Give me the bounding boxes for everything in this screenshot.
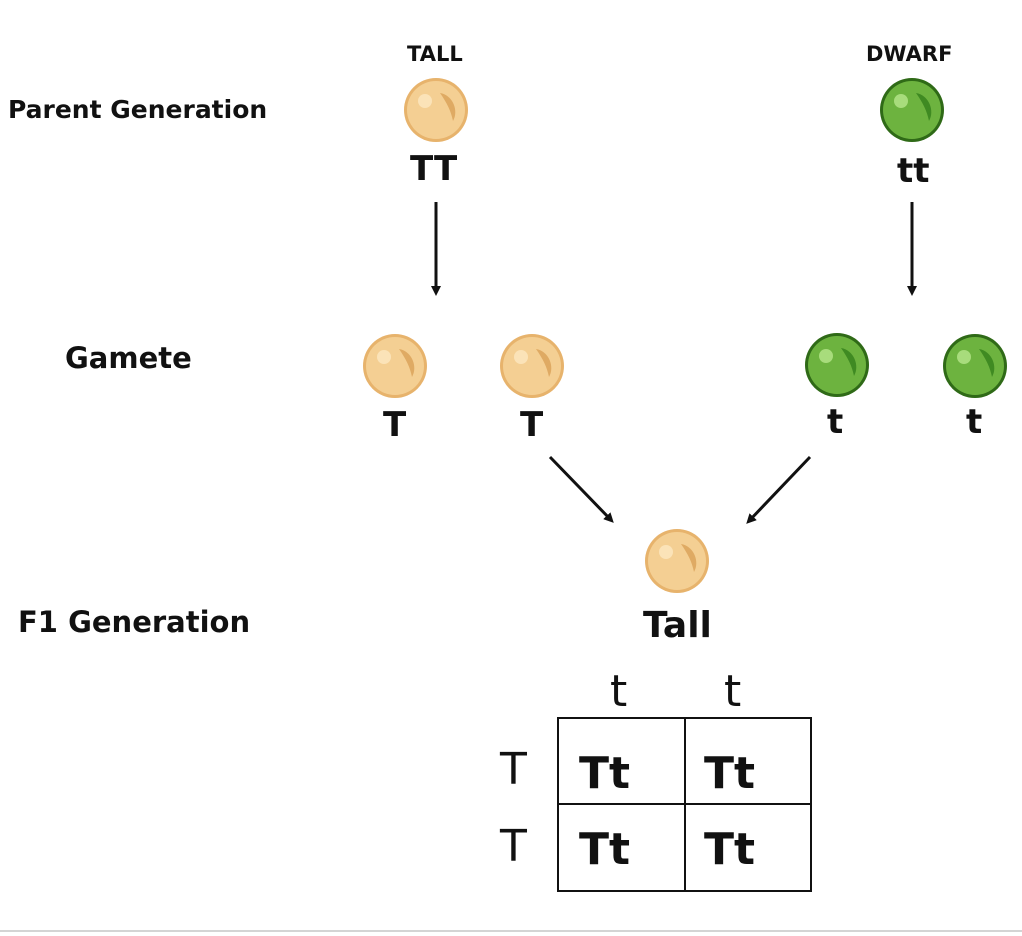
f1-phenotype: Tall: [643, 605, 712, 646]
gamete-tall-pea-icon-2: [500, 334, 564, 398]
punnett-cell: Tt: [579, 824, 631, 875]
parent-right-genotype: tt: [897, 151, 930, 191]
row-label-gamete: Gamete: [65, 341, 192, 375]
punnett-cell: Tt: [579, 748, 631, 799]
gamete-dwarf-pea-icon-1: [805, 333, 869, 397]
parent-right-phenotype: DWARF: [866, 42, 953, 66]
row-label-parent-generation: Parent Generation: [8, 95, 268, 124]
tall-pea-icon: [404, 78, 468, 142]
gamete-allele-4: t: [966, 402, 983, 442]
punnett-divider-horizontal: [557, 803, 812, 805]
gamete-allele-3: t: [827, 402, 844, 442]
bottom-divider: [0, 930, 1022, 932]
punnett-cell: Tt: [704, 824, 756, 875]
punnett-row-header-1: T: [500, 744, 527, 795]
dwarf-pea-icon: [880, 78, 944, 142]
parent-left-phenotype: TALL: [407, 42, 463, 66]
arrow-right-gamete-to-f1: [746, 455, 812, 524]
punnett-col-header-2: t: [724, 666, 742, 717]
punnett-col-header-1: t: [610, 666, 628, 717]
punnett-row-header-2: T: [500, 821, 527, 872]
punnett-cell: Tt: [704, 748, 756, 799]
gamete-allele-1: T: [383, 405, 407, 445]
gamete-tall-pea-icon-1: [363, 334, 427, 398]
f1-tall-pea-icon: [645, 529, 709, 593]
gamete-allele-2: T: [520, 405, 544, 445]
gamete-dwarf-pea-icon-2: [943, 334, 1007, 398]
row-label-f1-generation: F1 Generation: [18, 605, 251, 639]
parent-left-genotype: TT: [410, 149, 458, 189]
arrow-left-gamete-to-f1: [548, 455, 614, 523]
